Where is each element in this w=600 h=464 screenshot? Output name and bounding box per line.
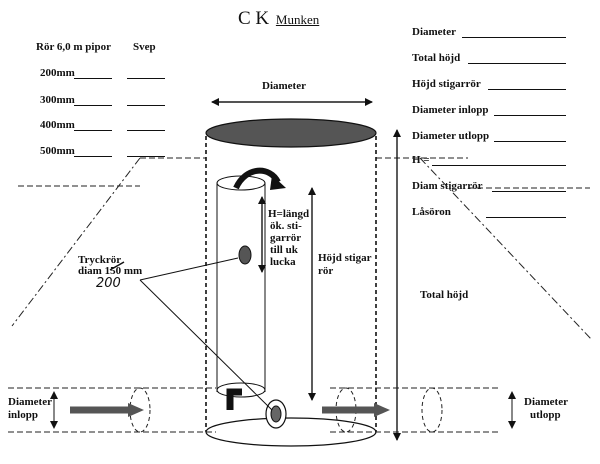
outlet-flow-arrow-icon [374, 403, 390, 417]
row-label-300mm: 300mm [40, 94, 75, 106]
pointer-line-lower [139, 279, 273, 411]
h-note-line-5: lucka [270, 256, 296, 268]
pipes-line-400 [74, 130, 112, 131]
riser-flow-curve-icon [233, 167, 281, 190]
riser-opening [238, 245, 252, 265]
field-total-height: Total höjd [412, 52, 461, 64]
outlet-label-1: Diameter [524, 396, 568, 408]
slope-right [419, 157, 593, 341]
outlet-label-2: utlopp [530, 409, 561, 421]
title-main: C K [238, 8, 270, 29]
field-total-height-line [468, 63, 566, 64]
field-diameter: Diameter [412, 26, 456, 38]
row-label-200mm: 200mm [40, 67, 75, 79]
field-riser-height-line [488, 89, 566, 90]
row-label-400mm: 400mm [40, 119, 75, 131]
sweep-line-500 [127, 156, 165, 157]
h-note-line-1: H=längd [268, 208, 310, 220]
riser-height-label-1: Höjd stigar [318, 252, 372, 264]
well-lid [205, 118, 377, 148]
riser-flow-arrowhead-icon [270, 175, 286, 190]
pipes-line-500 [74, 156, 112, 157]
top-diameter-label: Diameter [262, 80, 306, 92]
outlet-pipe-section-2 [421, 387, 443, 433]
field-riser-diam: Diam stigarrör [412, 180, 483, 192]
sweep-line-300 [127, 105, 165, 106]
field-diameter-line [462, 37, 566, 38]
h-note-line-3: garrör [270, 232, 302, 244]
field-lock-ears-line [486, 217, 566, 218]
field-h-line [432, 165, 566, 166]
strikethrough-mark [109, 261, 125, 271]
field-inlet-diameter-line [494, 115, 566, 116]
field-outlet-diameter-line [494, 141, 566, 142]
h-note-line-4: till uk [270, 244, 298, 256]
row-label-500mm: 500mm [40, 145, 75, 157]
riser-height-label-2: rör [318, 265, 334, 277]
pressure-pipe-label-1: Tryckrör [78, 254, 122, 266]
riser-elbow-icon [226, 388, 242, 410]
sweep-line-400 [127, 130, 165, 131]
field-inlet-diameter: Diameter inlopp [412, 104, 489, 116]
field-riser-height: Höjd stigarrör [412, 78, 481, 90]
page-title: C K Munken [238, 8, 319, 30]
field-lock-ears: Låsöron [412, 206, 451, 218]
sweep-column-header: Svep [133, 41, 156, 53]
sweep-line-200 [127, 78, 165, 79]
pressure-pipe-handwritten: 200 [96, 276, 121, 291]
pressure-pipe-label-2: diam 150 mm [78, 265, 143, 277]
field-outlet-diameter: Diameter utlopp [412, 130, 490, 142]
pipes-line-200 [74, 78, 112, 79]
pointer-line-upper [139, 257, 239, 281]
pipes-column-header: Rör 6,0 m pipor [36, 41, 111, 53]
total-height-label: Total höjd [420, 289, 469, 301]
h-note-line-2: ök. sti- [270, 220, 302, 232]
title-sub: Munken [275, 12, 320, 27]
inlet-flow-arrow-icon [128, 403, 144, 417]
pipes-line-300 [74, 105, 112, 106]
field-riser-diam-line [492, 191, 566, 192]
slope-left [11, 157, 141, 327]
pressure-pipe-core [270, 405, 282, 423]
inlet-label-2: inlopp [8, 409, 38, 421]
inlet-label-1: Diameter [8, 396, 52, 408]
